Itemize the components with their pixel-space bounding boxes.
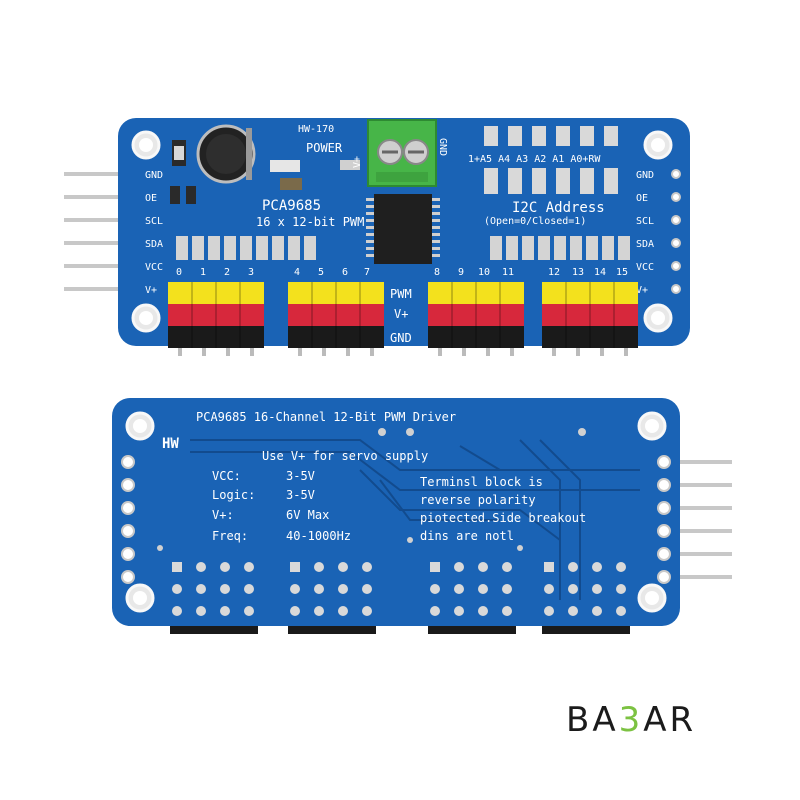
address-header: 1+A5 A4 A3 A2 A1 A0+RW [468, 154, 601, 165]
spec-label: V+: [212, 508, 234, 522]
channel-number: 11 [502, 267, 514, 278]
spec-value: 40-1000Hz [286, 529, 351, 543]
terminal-gnd-label: GND [437, 138, 448, 156]
terminal-vplus-label: V+ [352, 156, 363, 168]
right-pin-vplus: V+ [636, 285, 648, 296]
channel-number: 13 [572, 267, 584, 278]
back-side-pins [666, 460, 732, 579]
brand-logo-part3: AR [643, 700, 697, 740]
brand-logo-part1: BA [566, 700, 619, 740]
channel-number: 10 [478, 267, 490, 278]
right-pin-scl: SCL [636, 216, 654, 227]
row-label-gnd: GND [390, 331, 412, 345]
spec-value: 6V Max [286, 508, 329, 522]
channel-number: 8 [434, 267, 440, 278]
channel-number: 5 [318, 267, 324, 278]
servo-note: Use V+ for servo supply [262, 449, 428, 463]
i2c-sub: (Open=0/Closed=1) [484, 216, 586, 227]
brand-logo: BA3AR [566, 700, 746, 744]
left-pin-oe: OE [145, 193, 157, 204]
note-line: reverse polarity [420, 493, 536, 507]
servo-headers [168, 282, 638, 356]
spec-list: VCC: 3-5V Logic: 3-5V V+: 6V Max Freq: 4… [212, 469, 351, 543]
channel-number: 4 [294, 267, 300, 278]
spec-label: Freq: [212, 529, 248, 543]
front-board: HW-170 POWER PCA9685 16 x 12-bit PWM V+ … [64, 118, 690, 356]
left-pin-labels: GND OE SCL SDA VCC V+ [145, 170, 163, 296]
channel-number: 0 [176, 267, 182, 278]
back-title: PCA9685 16-Channel 12-Bit PWM Driver [196, 410, 456, 424]
left-pin-scl: SCL [145, 216, 163, 227]
brand-logo-part2: 3 [618, 700, 644, 740]
channel-number: 1 [200, 267, 206, 278]
right-pin-oe: OE [636, 193, 648, 204]
spec-label: Logic: [212, 488, 255, 502]
chip-desc: 16 x 12-bit PWM [256, 215, 364, 229]
channel-numbers: 0 1 2 3 4 5 6 7 8 9 10 11 12 13 14 15 [176, 267, 628, 278]
channel-number: 2 [224, 267, 230, 278]
i2c-title: I2C Address [512, 200, 605, 216]
spec-value: 3-5V [286, 488, 315, 502]
row-label-vplus: V+ [394, 307, 408, 321]
left-pin-sda: SDA [145, 239, 163, 250]
left-pin-vcc: VCC [145, 262, 163, 273]
back-board: PCA9685 16-Channel 12-Bit PWM Driver HW … [112, 398, 732, 634]
resistor-array-left [176, 236, 316, 260]
channel-number: 14 [594, 267, 606, 278]
right-pin-labels: GND OE SCL SDA VCC V+ [636, 170, 654, 296]
board-model: HW-170 [298, 124, 334, 135]
power-label: POWER [306, 141, 343, 155]
resistor-array-right [490, 236, 630, 260]
protection-note: Terminsl block is reverse polarity piote… [420, 475, 586, 543]
address-pads [484, 126, 618, 194]
back-pcb [112, 398, 680, 626]
right-pin-sda: SDA [636, 239, 654, 250]
right-pin-gnd: GND [636, 170, 654, 181]
channel-number: 12 [548, 267, 560, 278]
channel-number: 6 [342, 267, 348, 278]
row-label-pwm: PWM [390, 287, 412, 301]
channel-number: 9 [458, 267, 464, 278]
channel-number: 7 [364, 267, 370, 278]
note-line: dins are notl [420, 529, 514, 543]
hw-logo: HW [162, 436, 179, 452]
spec-value: 3-5V [286, 469, 315, 483]
right-pin-vcc: VCC [636, 262, 654, 273]
note-line: piotected.Side breakout [420, 511, 586, 525]
note-line: Terminsl block is [420, 475, 543, 489]
left-pin-vplus: V+ [145, 285, 157, 296]
pca9685-chip [366, 194, 440, 264]
channel-number: 3 [248, 267, 254, 278]
left-pin-gnd: GND [145, 170, 163, 181]
chip-name: PCA9685 [262, 198, 321, 214]
solder-pads [172, 562, 626, 616]
terminal-block [367, 119, 437, 187]
spec-label: VCC: [212, 469, 241, 483]
channel-number: 15 [616, 267, 628, 278]
